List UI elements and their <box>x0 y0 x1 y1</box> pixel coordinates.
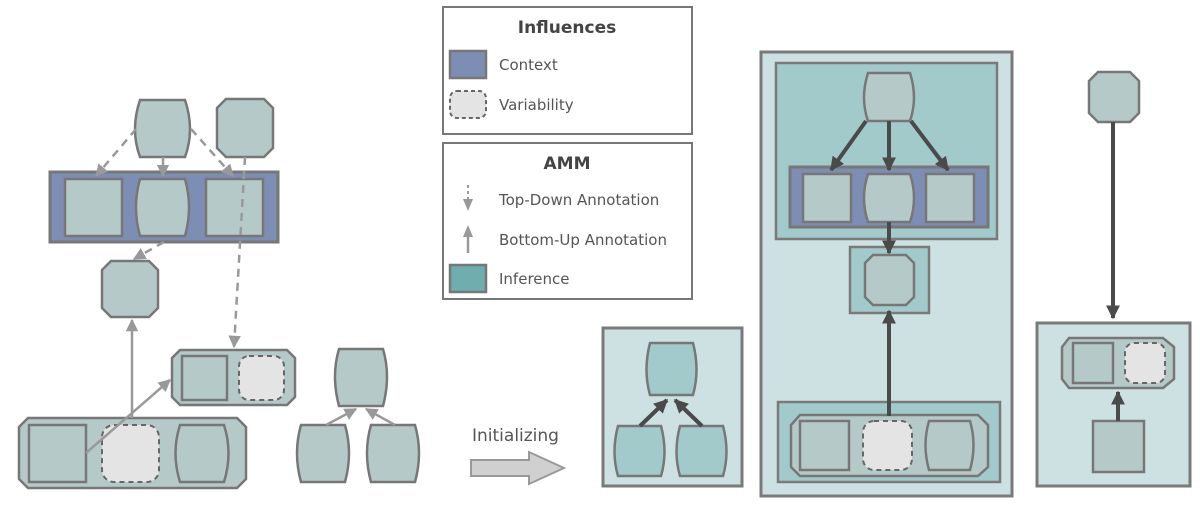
barrel-node <box>134 177 191 238</box>
legend-variability-label: Variability <box>499 96 574 114</box>
variability-node <box>101 424 160 483</box>
barrel-node <box>675 424 728 478</box>
bottom-up-arrow <box>673 398 704 428</box>
octagon-node-top <box>1087 70 1141 124</box>
barrel-node <box>645 341 698 397</box>
top-down-arrow <box>909 119 950 172</box>
barrel-node <box>924 419 975 472</box>
legend-amm-title: AMM <box>544 154 591 174</box>
legend-inference-label: Inference <box>499 270 570 288</box>
barrel-node <box>333 347 389 408</box>
top-down-arrow <box>228 156 247 349</box>
variability-node <box>862 420 913 471</box>
top-down-arrow <box>190 128 234 177</box>
legend-bottom-up-label: Bottom-Up Annotation <box>499 231 667 249</box>
context-swatch <box>448 49 488 80</box>
square-node <box>204 177 265 238</box>
square-node <box>801 172 853 224</box>
variability-node <box>1124 342 1166 384</box>
barrel-node <box>613 424 666 478</box>
legend-amm: AMM Top-Down Annotation Bottom-Up Annota… <box>442 142 693 300</box>
square-node <box>180 354 229 402</box>
initializing-label: Initializing <box>472 426 559 446</box>
variability-swatch <box>449 90 487 119</box>
barrel-node-top <box>133 98 192 159</box>
legend-top-down-label: Top-Down Annotation <box>498 191 659 209</box>
bottom-up-arrow <box>85 379 171 454</box>
octagon-node <box>863 253 916 307</box>
legend-context-label: Context <box>499 56 558 74</box>
initializing-arrow-icon <box>470 450 567 486</box>
octagon-node-top <box>215 97 275 159</box>
bottom-up-arrow <box>364 407 396 427</box>
inference-box-large <box>759 50 1014 498</box>
inference-box-small <box>601 326 744 488</box>
top-down-arrow <box>95 128 137 177</box>
square-node <box>63 177 124 238</box>
barrel-node-top <box>862 71 916 123</box>
left-model <box>17 97 421 490</box>
bottom-up-arrowhead-icon <box>463 225 473 237</box>
top-down-arrow <box>829 119 868 172</box>
variability-node <box>238 355 285 401</box>
bottom-up-arrow <box>325 407 358 427</box>
square-node <box>1071 341 1115 385</box>
top-down-arrow <box>132 240 165 261</box>
octagon-node-middle <box>100 259 160 319</box>
top-down-arrowhead-icon <box>463 199 473 211</box>
square-node <box>27 423 88 484</box>
bottom-up-arrow <box>638 398 669 428</box>
barrel-node <box>365 423 421 484</box>
square-node <box>798 419 851 472</box>
barrel-node <box>862 172 916 224</box>
square-node <box>924 172 976 224</box>
initializing-transition: Initializing <box>470 426 567 486</box>
barrel-node <box>174 423 230 484</box>
square-node <box>1091 419 1146 474</box>
barrel-node <box>295 423 351 484</box>
legend-influences-title: Influences <box>518 18 617 38</box>
inference-swatch <box>448 263 488 294</box>
legend-influences: Influences Context Variability <box>442 6 693 135</box>
far-right-model <box>1035 70 1192 488</box>
